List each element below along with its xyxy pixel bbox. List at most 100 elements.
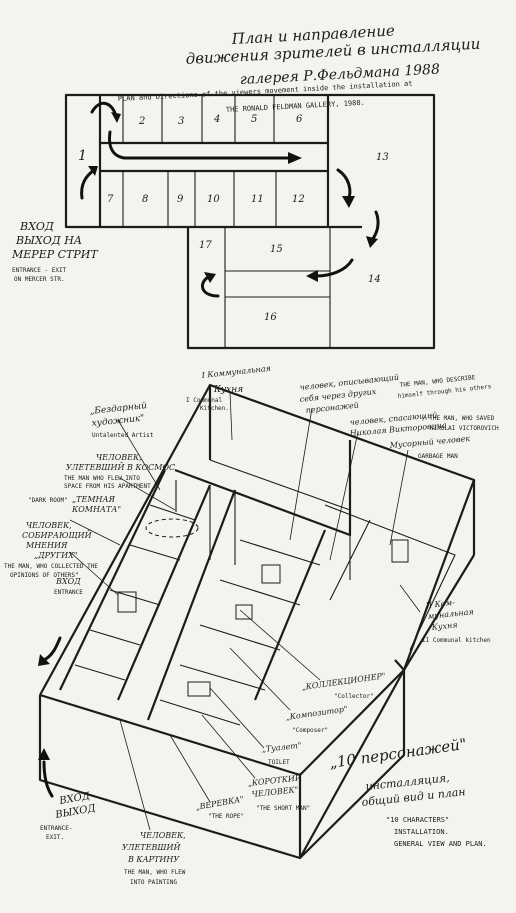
label-opinions-en-2: OPINIONS OF OTHERS" bbox=[10, 572, 79, 579]
label-composer-en: "Composer" bbox=[292, 727, 328, 734]
plan-entrance-ru-1: ВХОД bbox=[19, 220, 55, 233]
iso-kitchen1-floor bbox=[209, 459, 351, 511]
arrow-head bbox=[111, 112, 121, 123]
label-opinions-en-1: THE MAN, WHO COLLECTED THE bbox=[4, 563, 98, 570]
caption-en-1: "10 CHARACTERS" bbox=[386, 816, 449, 824]
arrow bbox=[370, 210, 380, 242]
label-painting-en-2: INTO PAINTING bbox=[130, 879, 177, 886]
window-frame bbox=[261, 564, 281, 584]
label-kitchen2-en: II Communal kitchen bbox=[422, 637, 491, 644]
iso-corridor-wall-right bbox=[146, 489, 237, 721]
label-dark-en: "DARK ROOM" bbox=[28, 497, 68, 504]
label-saver-en-2: NIKOLAI VICTOROVICH bbox=[430, 425, 499, 432]
arrow bbox=[80, 168, 96, 200]
room-number: 12 bbox=[292, 194, 305, 205]
plan-room-numbers: 1 2 3 4 5 6 7 8 9 10 11 12 13 14 15 16 1… bbox=[78, 114, 389, 323]
label-short-en: "THE SHORT MAN" bbox=[256, 805, 310, 812]
label-space-ru-2: УЛЕТЕВШИЙ В КОСМОС bbox=[66, 462, 175, 472]
arrow bbox=[314, 258, 354, 278]
room-number: 14 bbox=[368, 274, 381, 285]
label-composer-ru: „Композитор" bbox=[285, 704, 348, 722]
exit-arrow-head bbox=[38, 748, 50, 760]
room-number: 8 bbox=[142, 194, 148, 205]
room-number: 9 bbox=[177, 194, 184, 205]
label-garbage-en: GARBAGE MAN bbox=[418, 453, 458, 460]
label-garbage-ru: Мусорный человек bbox=[388, 434, 470, 450]
arrow-head bbox=[306, 270, 318, 282]
caption-en-2: INSTALLATION. bbox=[394, 828, 449, 836]
room-number: 16 bbox=[264, 312, 277, 323]
label-entrance-en: ENTRANCE bbox=[54, 589, 83, 596]
painting-panel bbox=[117, 591, 137, 613]
room-number: 10 bbox=[207, 194, 220, 205]
room-number: 3 bbox=[178, 116, 184, 127]
caption-en-3: GENERAL VIEW AND PLAN. bbox=[394, 840, 487, 848]
plan-top-row-walls bbox=[122, 95, 275, 143]
caption-block: „10 персонажей" инсталляция, общий вид и… bbox=[328, 735, 487, 848]
room-number: 6 bbox=[296, 114, 303, 125]
plan-entrance-label: ВХОД ВЫХОД НА МЕРЕР СТРИТ ENTRANCE - EXI… bbox=[11, 220, 99, 283]
plan-entrance-ru-3: МЕРЕР СТРИТ bbox=[11, 248, 99, 261]
space-hole bbox=[145, 518, 199, 538]
label-entrance-ru: ВХОД bbox=[55, 577, 81, 586]
arrow-head bbox=[204, 272, 216, 283]
room-number: 5 bbox=[251, 114, 257, 125]
label-opinions-ru-1: ЧЕЛОВЕК, bbox=[26, 521, 72, 530]
label-kitchen1-ru-2: Кухня bbox=[213, 385, 243, 395]
label-dark-ru-2: КОМНАТА" bbox=[71, 505, 121, 514]
plan-entrance-ru-2: ВЫХОД НА bbox=[15, 234, 82, 247]
label-kitchen1-en-2: Kitchen. bbox=[200, 405, 229, 412]
label-artist-en: Untalented Artist bbox=[92, 432, 154, 439]
label-dark-ru-1: „ТЕМНАЯ bbox=[72, 495, 116, 504]
room-number: 13 bbox=[376, 152, 389, 163]
label-saver-en-1: / THE MAN, WHO SAVED bbox=[422, 415, 495, 422]
entrance-arrow-head bbox=[38, 654, 50, 666]
iso-right-bottom-edge bbox=[403, 554, 475, 671]
movement-arrows bbox=[80, 101, 380, 298]
label-painting-ru-3: В КАРТИНУ bbox=[127, 855, 180, 864]
room-number: 11 bbox=[251, 194, 264, 205]
garbage-room-shelf bbox=[391, 539, 409, 563]
arrow bbox=[108, 130, 292, 160]
room-number: 2 bbox=[138, 116, 145, 127]
label-kitchen2-ru-2: мунальная bbox=[427, 607, 474, 621]
floor-plan: 1 2 3 4 5 6 7 8 9 10 11 12 13 14 15 16 1… bbox=[11, 93, 436, 350]
room-number: 1 bbox=[78, 148, 87, 164]
label-exit-en-1: ENTRANCE- bbox=[40, 825, 73, 832]
label-short-ru-2: ЧЕЛОВЕК" bbox=[251, 785, 299, 799]
label-kitchen2-ru-1: II Ком- bbox=[424, 598, 455, 610]
label-painting-ru-2: УЛЕТЕВШИЙ bbox=[122, 842, 181, 852]
label-collector-en: "Collector" bbox=[334, 693, 374, 700]
label-space-en-1: THE MAN WHO FLEW INTO bbox=[64, 475, 140, 482]
iso-corridor-wall-mid bbox=[116, 484, 212, 701]
label-describer-ru-3: персонажей bbox=[305, 400, 359, 415]
caption-ru-1: „10 персонажей" bbox=[328, 735, 468, 772]
room-number: 4 bbox=[213, 114, 220, 125]
label-opinions-ru-2: СОБИРАЮЩИЙ bbox=[22, 530, 93, 540]
label-painting-en-1: THE MAN, WHO FLEW bbox=[124, 869, 186, 876]
plan-bottom-row-walls bbox=[122, 171, 277, 227]
isometric-view bbox=[38, 383, 476, 860]
iso-kitchen2-wall bbox=[324, 504, 456, 651]
leader-lines bbox=[69, 391, 421, 831]
room-number: 17 bbox=[199, 240, 212, 251]
entrance-arrow bbox=[42, 636, 62, 662]
label-opinions-ru-4: „ДРУГИХ" bbox=[34, 551, 77, 560]
title-english-2: THE RONALD FELDMAN GALLERY, 1988. bbox=[226, 99, 365, 114]
label-exit-en-2: EXIT. bbox=[46, 834, 64, 841]
label-opinions-ru-3: МНЕНИЯ bbox=[25, 541, 68, 550]
plan-outline bbox=[64, 93, 436, 350]
label-kitchen1-en-1: I Communal bbox=[186, 397, 223, 404]
arrow-head bbox=[366, 236, 378, 248]
label-space-en-2: SPACE FROM HIS APARTMENT bbox=[64, 483, 151, 490]
plan-entrance-en-2: ON MERCER STR. bbox=[14, 276, 65, 283]
toilet-cabin bbox=[187, 681, 211, 697]
room-number: 7 bbox=[107, 194, 114, 205]
exit-arrow bbox=[42, 760, 54, 798]
label-rope-en: "THE ROPE" bbox=[208, 813, 244, 820]
label-kitchen2-ru-3: Кухня bbox=[430, 620, 458, 632]
label-toilet-ru: „Туалет" bbox=[261, 741, 302, 754]
iso-corridor-wall-left bbox=[59, 469, 166, 691]
